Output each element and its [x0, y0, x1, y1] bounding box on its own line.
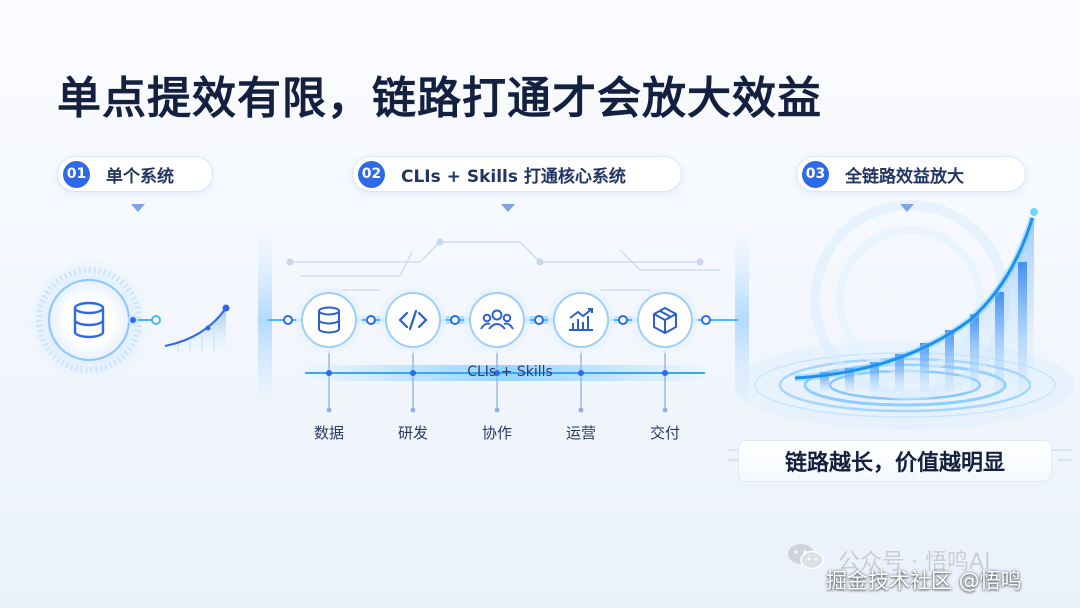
capability-beam — [300, 365, 710, 381]
step-label: 单个系统 — [106, 166, 174, 187]
node-label-delivery: 交付 — [649, 424, 680, 442]
step-number: 01 — [63, 160, 90, 188]
down-arrow-icon — [501, 204, 515, 212]
chain-node-ops — [548, 287, 614, 353]
watermark-community: 掘金技术社区 @悟鸣 — [826, 569, 1022, 593]
step-pill-3: 03 全链路效益放大 — [796, 156, 1026, 192]
capability-label: CLIs + Skills — [467, 364, 553, 380]
box-icon — [653, 307, 677, 334]
users-icon — [480, 309, 514, 330]
step-label: CLIs + Skills 打通核心系统 — [401, 166, 626, 187]
chain-joints — [283, 315, 711, 325]
single-system-group — [27, 258, 230, 382]
step-pill-2: 02 CLIs + Skills 打通核心系统 — [352, 156, 682, 192]
circuit-traces — [286, 238, 720, 301]
code-icon — [398, 309, 428, 331]
chain-node-data — [296, 287, 362, 353]
page-title: 单点提效有限，链路打通才会放大效益 — [57, 73, 822, 124]
chain-node-dev — [380, 287, 446, 353]
step-number: 03 — [802, 160, 829, 188]
bar-chart-icon — [569, 308, 593, 331]
down-arrow-icon — [131, 204, 145, 212]
down-arrow-icon — [900, 204, 914, 212]
chain-node-collab — [464, 287, 530, 353]
database-icon — [73, 301, 105, 339]
node-label-data: 数据 — [313, 424, 344, 442]
step-label: 全链路效益放大 — [845, 166, 964, 187]
node-label-ops: 运营 — [565, 424, 596, 442]
wechat-icon — [788, 544, 824, 570]
growth-chart — [728, 200, 1075, 461]
chain-node-delivery — [632, 287, 698, 353]
step-number: 02 — [358, 160, 385, 188]
watermark-account: 公众号 · 悟鸣AI — [838, 550, 991, 575]
value-banner: 链路越长，价值越明显 — [738, 440, 1052, 482]
step-pill-1: 01 单个系统 — [57, 156, 213, 192]
database-icon — [318, 306, 340, 334]
node-label-dev: 研发 — [397, 424, 428, 442]
node-connectors — [326, 350, 668, 413]
node-label-collab: 协作 — [481, 424, 512, 442]
